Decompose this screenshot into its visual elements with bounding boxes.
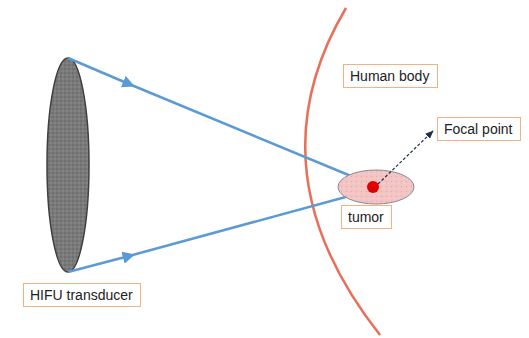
label-box: Focal point [437,117,521,141]
ultrasound-beam [68,189,375,272]
label-text: tumor [348,209,384,226]
label-text: Focal point [444,121,512,138]
transducer-disc [47,58,89,272]
label-text: HIFU transducer [30,287,133,304]
tumor-shape [338,170,414,204]
ultrasound-beam [68,58,375,186]
label-box: HIFU transducer [23,283,141,307]
label-box: tumor [341,205,392,229]
focal-dot [367,181,379,193]
label-text: Human body [350,68,429,85]
label-box: Human body [343,64,438,88]
leader-line [378,131,433,184]
